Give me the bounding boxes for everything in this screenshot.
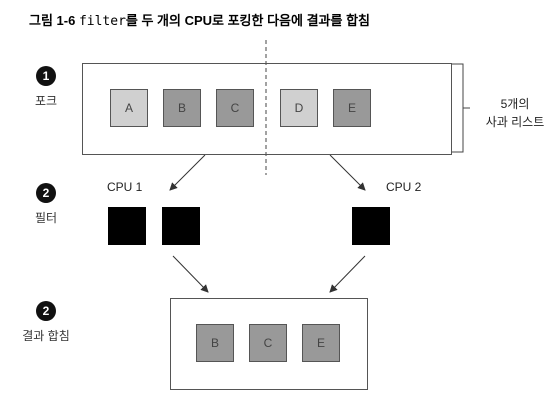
apple-box: C (216, 89, 254, 127)
apple-box: A (110, 89, 148, 127)
arrow-cpu1-to-merge (172, 255, 209, 293)
apple-box: D (280, 89, 318, 127)
step-fork: 1 포크 (16, 66, 76, 109)
caption-suffix: 를 두 개의 CPU로 포킹한 다음에 결과를 합침 (125, 13, 370, 28)
list-note-line2: 사과 리스트 (485, 115, 545, 129)
caption-prefix: 그림 1-6 (29, 13, 79, 28)
step-number-badge: 2 (36, 301, 56, 321)
apple-box: E (333, 89, 371, 127)
step-merge: 2 결과 합침 (16, 301, 76, 344)
merged-apple-box: E (302, 324, 340, 362)
apple-box: B (163, 89, 201, 127)
filter-block (162, 207, 200, 245)
merged-apple-box: C (249, 324, 287, 362)
fork-container (82, 63, 452, 155)
step-label: 결과 합침 (22, 329, 70, 343)
figure-caption: 그림 1-6 filter를 두 개의 CPU로 포킹한 다음에 결과를 합침 (29, 10, 370, 29)
filter-block (352, 207, 390, 245)
cpu2-label: CPU 2 (386, 180, 422, 194)
step-label: 필터 (34, 211, 58, 225)
merged-apple-box: B (196, 324, 234, 362)
list-note-line1: 5개의 (500, 97, 530, 111)
step-number-badge: 1 (36, 66, 56, 86)
arrow-fork-to-cpu1 (169, 154, 206, 191)
arrow-cpu2-to-merge (329, 255, 366, 293)
arrow-fork-to-cpu2 (329, 154, 366, 191)
step-number-badge: 2 (36, 183, 56, 203)
cpu1-label: CPU 1 (107, 180, 143, 194)
step-filter: 2 필터 (16, 183, 76, 226)
list-note: 5개의 사과 리스트 (475, 95, 555, 131)
caption-code: filter (78, 14, 126, 29)
list-brace (452, 63, 470, 153)
filter-block (108, 207, 146, 245)
step-label: 포크 (34, 94, 58, 108)
